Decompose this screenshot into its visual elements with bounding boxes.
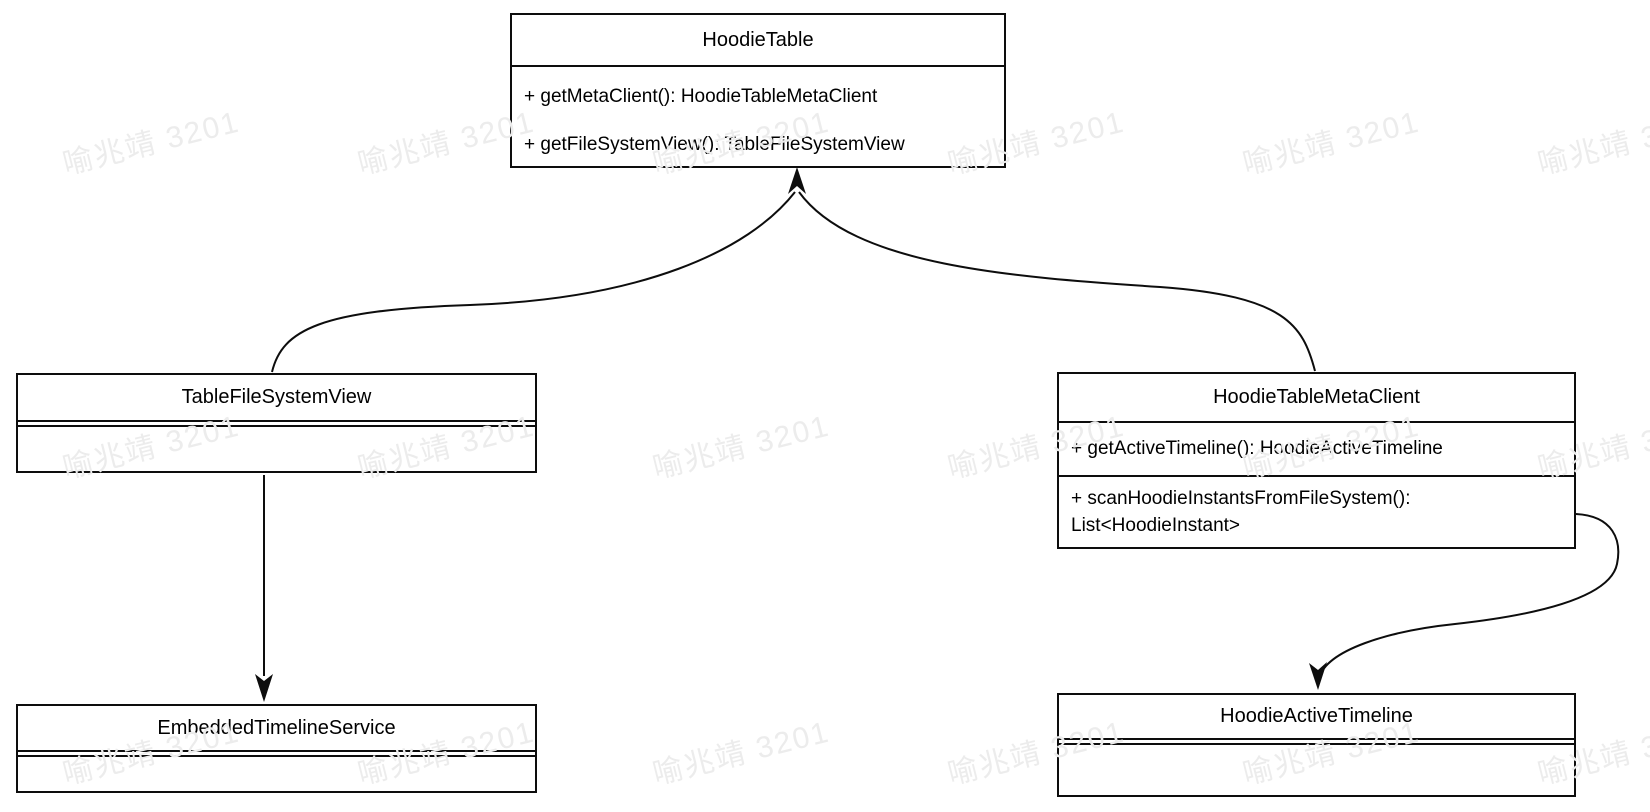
class-box-tablefilesystemview: TableFileSystemView <box>16 373 537 473</box>
class-title: HoodieTableMetaClient <box>1059 374 1574 423</box>
class-method: + getFileSystemView(): TableFileSystemVi… <box>524 134 905 155</box>
edge-hoodietablemetaclient-to-hoodietable <box>798 191 1316 372</box>
class-box-hoodietablemetaclient: HoodieTableMetaClient + getActiveTimelin… <box>1057 372 1576 549</box>
class-method: + getActiveTimeline(): HoodieActiveTimel… <box>1059 423 1574 477</box>
class-title: HoodieActiveTimeline <box>1059 695 1574 740</box>
class-methods-compartment: + getMetaClient(): HoodieTableMetaClient… <box>512 67 1004 169</box>
class-title: EmbeddedTimelineService <box>18 706 535 752</box>
class-title: HoodieTable <box>512 15 1004 67</box>
arrowhead-up-hoodietable <box>788 167 806 194</box>
class-box-embeddedtimelineservice: EmbeddedTimelineService <box>16 704 537 793</box>
class-method: + getMetaClient(): HoodieTableMetaClient <box>524 86 878 107</box>
class-method: + scanHoodieInstantsFromFileSystem(): Li… <box>1071 488 1411 536</box>
class-title: TableFileSystemView <box>18 375 535 422</box>
class-attributes-compartment-empty <box>1059 740 1574 745</box>
class-attributes-compartment-empty <box>18 422 535 427</box>
edge-tablefilesystemview-to-hoodietable <box>271 191 796 373</box>
class-box-hoodietable: HoodieTable + getMetaClient(): HoodieTab… <box>510 13 1006 168</box>
class-methods-compartment: + getActiveTimeline(): HoodieActiveTimel… <box>1059 423 1574 539</box>
edge-hoodietablemetaclient-to-hoodieactivetimeline <box>1318 513 1620 679</box>
arrowhead-down-embeddedtimelineservice <box>255 674 273 702</box>
class-box-hoodieactivetimeline: HoodieActiveTimeline <box>1057 693 1576 797</box>
arrowhead-down-hoodieactivetimeline <box>1309 662 1327 690</box>
class-attributes-compartment-empty <box>18 752 535 757</box>
